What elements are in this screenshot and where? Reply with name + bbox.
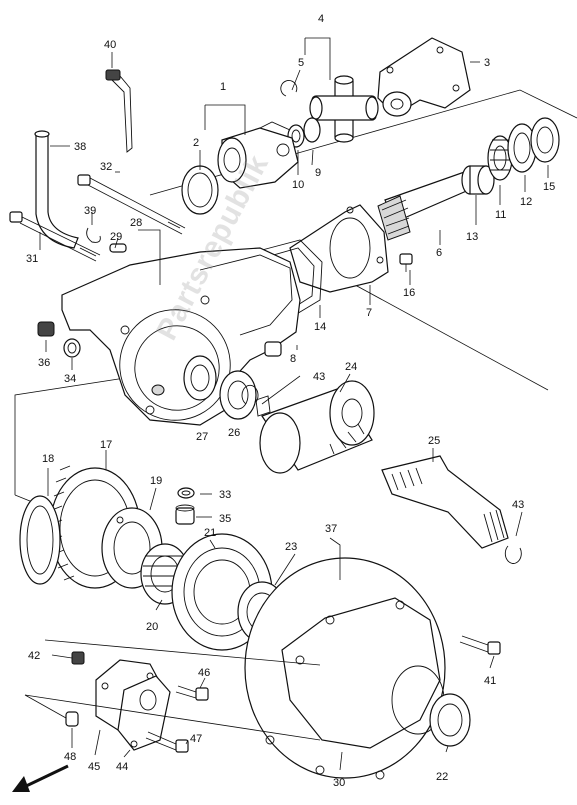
callout-27: 27	[196, 431, 208, 443]
pinion-housing-part-7	[289, 204, 389, 293]
pinion-spacer-part-13	[461, 165, 495, 195]
callout-26: 26	[228, 427, 240, 439]
breather-part-40	[105, 69, 133, 153]
ring-part-18	[19, 495, 61, 585]
oil-seal-part-2	[181, 165, 219, 215]
pin-part-48	[65, 711, 79, 727]
snap-ring-part-43-upper	[241, 384, 259, 405]
callout-12: 12	[520, 196, 532, 208]
callout-21: 21	[204, 527, 216, 539]
bolt-part-47	[145, 731, 189, 753]
callout-20: 20	[146, 621, 158, 633]
callout-43-lower: 43	[512, 499, 524, 511]
callout-43-upper: 43	[313, 371, 325, 383]
clutch-sleeve-part-24	[255, 380, 375, 474]
callout-25: 25	[428, 435, 440, 447]
callout-42: 42	[28, 650, 40, 662]
callout-4: 4	[318, 13, 324, 25]
clip-part-39	[86, 227, 101, 243]
callout-34-nut-35: 35	[219, 513, 231, 525]
universal-joint-spider-part-4	[309, 75, 379, 143]
callout-44: 44	[116, 761, 128, 773]
lower-left-group-frame	[14, 377, 126, 495]
axle-housing-part-30	[244, 557, 446, 780]
output-shaft-part-25	[381, 455, 509, 549]
front-direction-arrow-icon	[12, 764, 69, 792]
differential-carrier-housing-part-28	[61, 247, 301, 426]
callout-15: 15	[543, 181, 555, 193]
callout-41: 41	[484, 675, 496, 687]
callout-11: 11	[495, 209, 506, 221]
washer-part-33	[177, 487, 195, 499]
callout-48: 48	[64, 751, 76, 763]
callout-47: 47	[190, 733, 202, 745]
callout-17: 17	[100, 439, 112, 451]
callout-45: 45	[88, 761, 100, 773]
callout-34: 34	[64, 373, 76, 385]
callout-3: 3	[484, 57, 490, 69]
side-bearing-part-27	[183, 355, 217, 401]
bolt-part-16	[399, 253, 413, 272]
bolt-part-32	[77, 174, 186, 235]
flange-yoke-part-3	[377, 37, 471, 117]
callout-30: 30	[333, 777, 345, 789]
bolt-part-41	[459, 635, 501, 655]
callout-2: 2	[193, 137, 199, 149]
callout-38: 38	[74, 141, 86, 153]
snap-ring-part-5	[280, 80, 298, 97]
callout-8: 8	[290, 353, 296, 365]
breather-hose-part-38	[34, 130, 79, 249]
bolt-part-46	[175, 685, 209, 701]
bearing-race-part-26	[219, 370, 257, 420]
pinion-bearing-part-11	[487, 135, 513, 181]
callout-29: 29	[110, 231, 122, 243]
bolt-part-31	[9, 211, 101, 262]
callout-9: 9	[315, 167, 321, 179]
callout-19: 19	[150, 475, 162, 487]
callout-14: 14	[314, 321, 326, 333]
callout-22: 22	[436, 771, 448, 783]
callout-32: 32	[100, 161, 112, 173]
callout-31: 31	[26, 253, 38, 265]
callout-6: 6	[436, 247, 442, 259]
nut-part-42	[71, 651, 85, 665]
callout-24: 24	[345, 361, 357, 373]
callout-labels: 1 2 3 4 5 6 7 8 9 10 11 12 13 14 15 16 1…	[26, 13, 555, 789]
callout-23: 23	[285, 541, 297, 553]
callout-28: 28	[130, 217, 142, 229]
oil-seal-part-22	[429, 693, 471, 747]
pin-part-29	[109, 243, 127, 253]
nut-part-35	[175, 504, 195, 525]
callout-36: 36	[38, 357, 50, 369]
callout-7: 7	[366, 307, 372, 319]
callout-16: 16	[403, 287, 415, 299]
yoke-part-1	[217, 121, 299, 189]
callout-1: 1	[220, 81, 226, 93]
callout-5: 5	[298, 57, 304, 69]
callout-18: 18	[42, 453, 54, 465]
callout-46: 46	[198, 667, 210, 679]
callout-10: 10	[292, 179, 304, 191]
callout-39: 39	[84, 205, 96, 217]
snap-ring-part-43-lower	[504, 545, 522, 564]
callout-13: 13	[466, 231, 478, 243]
callout-40: 40	[104, 39, 116, 51]
callout-33: 33	[219, 489, 231, 501]
plug-gasket-part-34	[63, 338, 81, 358]
pinion-nut-part-15	[530, 117, 560, 163]
callout-37: 37	[325, 523, 337, 535]
drain-plug-part-36	[37, 321, 55, 337]
seal-part-9	[303, 117, 321, 143]
leader-lines	[24, 37, 549, 771]
